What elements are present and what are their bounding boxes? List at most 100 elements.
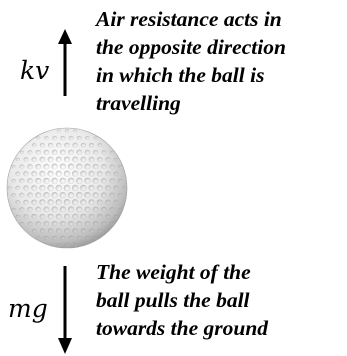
ball-dimple xyxy=(113,200,119,205)
ball-dimple xyxy=(67,163,75,170)
ball-dimple xyxy=(36,236,41,240)
ball-dimple xyxy=(73,129,78,133)
ball-dimple xyxy=(101,221,107,226)
ball-dimple xyxy=(47,199,54,206)
ball-dimple xyxy=(71,199,79,206)
ball-dimple xyxy=(85,236,90,240)
ball-dimple xyxy=(51,149,58,156)
ball-dimple xyxy=(43,149,50,155)
ball-dimple xyxy=(43,177,50,184)
ball-dimple xyxy=(85,136,90,140)
ball-dimple xyxy=(64,142,70,148)
ball-dimple xyxy=(59,206,67,213)
ball-dimple xyxy=(15,157,20,162)
ball-dimple xyxy=(118,178,123,183)
down-arrow-icon xyxy=(58,266,72,354)
ball-dimple xyxy=(118,165,123,169)
ball-dimple xyxy=(19,207,25,212)
ball-dimple xyxy=(23,185,29,191)
ball-dimple xyxy=(105,157,111,162)
ball-dimple xyxy=(89,143,95,148)
ball-dimple xyxy=(43,221,50,227)
ball-dimple xyxy=(67,206,75,213)
ball-dimple xyxy=(114,157,119,162)
ball-dimple xyxy=(44,236,49,240)
ball-dimple xyxy=(47,184,54,192)
ball-dimple xyxy=(55,213,62,220)
ball-dimple xyxy=(23,171,29,177)
ball-dimple xyxy=(56,228,62,234)
air-resistance-caption: Air resistance acts in the opposite dire… xyxy=(96,5,286,117)
ball-dimple xyxy=(96,185,103,191)
ball-dimple xyxy=(105,199,111,205)
ball-dimple xyxy=(113,185,119,191)
ball-dimple xyxy=(93,136,98,140)
ball-dimple xyxy=(55,184,63,192)
ball-dimple xyxy=(59,191,67,199)
ball-dimple xyxy=(47,156,54,163)
ball-dimple xyxy=(68,220,75,227)
ball-dimple xyxy=(68,235,74,241)
ball-dimple xyxy=(67,191,75,199)
ball-dimple xyxy=(39,156,46,163)
ball-dimple xyxy=(122,186,127,190)
ball-dimple xyxy=(51,206,58,213)
ball-dimple xyxy=(105,171,111,177)
ball-dimple xyxy=(96,199,103,206)
ball-dimple xyxy=(105,214,111,219)
ball-dimple xyxy=(76,235,82,241)
ball-dimple xyxy=(39,143,45,148)
ball-dimple xyxy=(64,228,70,234)
ball-dimple xyxy=(109,192,115,198)
ball-dimple xyxy=(105,185,111,191)
ball-dimple xyxy=(36,136,41,140)
ball-dimple xyxy=(76,206,83,213)
ball-dimple xyxy=(93,236,98,240)
ball-dimple xyxy=(72,228,78,234)
ball-dimple xyxy=(80,213,87,220)
ball-dimple xyxy=(11,207,16,211)
ball-dimple xyxy=(39,184,46,192)
ball-dimple xyxy=(35,221,41,227)
golf-ball xyxy=(6,127,128,249)
ball-dimple xyxy=(31,214,37,220)
ball-dimple xyxy=(93,221,99,227)
ball-dimple xyxy=(101,206,107,212)
ball-dimple xyxy=(92,177,99,184)
ball-dimple xyxy=(56,129,61,133)
ball-dimple xyxy=(101,164,107,170)
ball-dimple xyxy=(15,200,21,205)
ball-dimple xyxy=(89,228,95,233)
up-arrow-icon xyxy=(58,29,72,96)
ball-dimple xyxy=(84,221,91,227)
ball-dimple xyxy=(23,214,29,219)
ball-dimple xyxy=(51,177,58,185)
ball-dimple xyxy=(84,192,91,199)
ball-dimple xyxy=(88,184,95,192)
ball-dimple xyxy=(84,163,91,170)
ball-dimple xyxy=(56,142,62,148)
ball-dimple xyxy=(39,170,46,177)
ball-dimple xyxy=(19,222,24,226)
ball-dimple xyxy=(39,228,45,233)
caption-line: The weight of the xyxy=(96,260,251,284)
ball-dimple xyxy=(67,177,75,185)
ball-dimple xyxy=(60,235,66,241)
ball-dimple xyxy=(76,177,83,185)
ball-dimple xyxy=(93,149,99,155)
ball-dimple xyxy=(27,150,33,155)
ball-dimple xyxy=(31,185,38,191)
air-resistance-symbol: kv xyxy=(20,56,50,85)
ball-dimple xyxy=(56,243,61,247)
ball-dimple xyxy=(76,163,83,170)
ball-dimple xyxy=(96,170,103,177)
ball-dimple xyxy=(88,156,95,163)
ball-dimple xyxy=(80,228,87,234)
ball-dimple xyxy=(110,150,115,154)
ball-dimple xyxy=(23,199,29,205)
ball-dimple xyxy=(19,150,24,154)
ball-dimple xyxy=(76,135,82,141)
ball-dimple xyxy=(71,170,79,177)
ball-dimple xyxy=(76,191,83,199)
